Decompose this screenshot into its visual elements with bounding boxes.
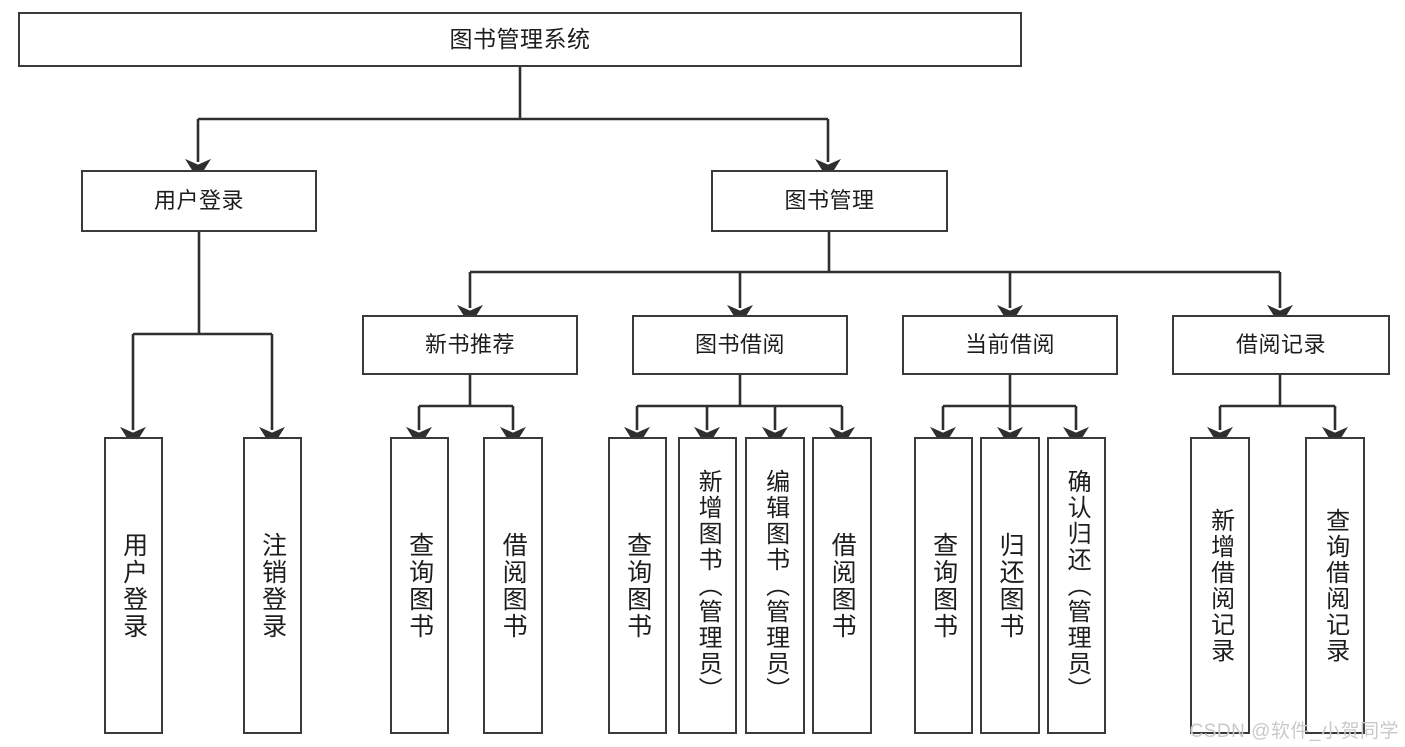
leaf-label: 查询图书 xyxy=(929,531,958,640)
node-new-book-recommend[interactable]: 新书推荐 xyxy=(362,315,578,375)
node-borrow-record[interactable]: 借阅记录 xyxy=(1172,315,1390,375)
leaf-record-add[interactable]: 新增借阅记录 xyxy=(1190,437,1250,734)
leaf-current-return-book[interactable]: 归还图书 xyxy=(980,437,1040,734)
leaf-label: 注销登录 xyxy=(258,531,287,640)
leaf-new-book-borrow[interactable]: 借阅图书 xyxy=(483,437,543,734)
leaf-label: 新增借阅记录 xyxy=(1206,507,1234,664)
leaf-user-login-login[interactable]: 用户登录 xyxy=(104,437,163,734)
leaf-record-query[interactable]: 查询借阅记录 xyxy=(1305,437,1365,734)
leaf-label: 借阅图书 xyxy=(828,531,857,640)
node-current-borrow[interactable]: 当前借阅 xyxy=(902,315,1118,375)
leaf-label: 编辑图书（管理员） xyxy=(761,468,789,703)
node-user-login-label: 用户登录 xyxy=(153,188,244,214)
leaf-current-query-book[interactable]: 查询图书 xyxy=(914,437,973,734)
node-borrow-record-label: 借阅记录 xyxy=(1235,332,1326,358)
leaf-label: 借阅图书 xyxy=(499,531,528,640)
leaf-new-book-query[interactable]: 查询图书 xyxy=(390,437,449,734)
leaf-label: 归还图书 xyxy=(996,531,1025,640)
node-book-borrow[interactable]: 图书借阅 xyxy=(632,315,848,375)
node-book-management-label: 图书管理 xyxy=(784,188,875,214)
node-book-borrow-label: 图书借阅 xyxy=(694,332,785,358)
leaf-borrow-borrow-book[interactable]: 借阅图书 xyxy=(812,437,872,734)
node-current-borrow-label: 当前借阅 xyxy=(964,332,1055,358)
leaf-label: 用户登录 xyxy=(119,531,148,640)
node-root[interactable]: 图书管理系统 xyxy=(18,12,1022,67)
leaf-borrow-query-book[interactable]: 查询图书 xyxy=(608,437,667,734)
node-book-management[interactable]: 图书管理 xyxy=(711,170,948,232)
leaf-borrow-add-book[interactable]: 新增图书（管理员） xyxy=(678,437,737,734)
node-root-label: 图书管理系统 xyxy=(449,25,591,52)
csdn-watermark: CSDN @软件_小贺同学 xyxy=(1189,721,1399,742)
leaf-borrow-edit-book[interactable]: 编辑图书（管理员） xyxy=(745,437,805,734)
node-user-login[interactable]: 用户登录 xyxy=(81,170,317,232)
leaf-user-login-logout[interactable]: 注销登录 xyxy=(243,437,302,734)
leaf-label: 查询图书 xyxy=(405,531,434,640)
leaf-label: 查询借阅记录 xyxy=(1321,507,1349,664)
leaf-label: 新增图书（管理员） xyxy=(694,468,722,703)
node-new-book-recommend-label: 新书推荐 xyxy=(424,332,515,358)
leaf-current-confirm-return[interactable]: 确认归还（管理员） xyxy=(1047,437,1106,734)
leaf-label: 查询图书 xyxy=(623,531,652,640)
leaf-label: 确认归还（管理员） xyxy=(1063,468,1091,703)
